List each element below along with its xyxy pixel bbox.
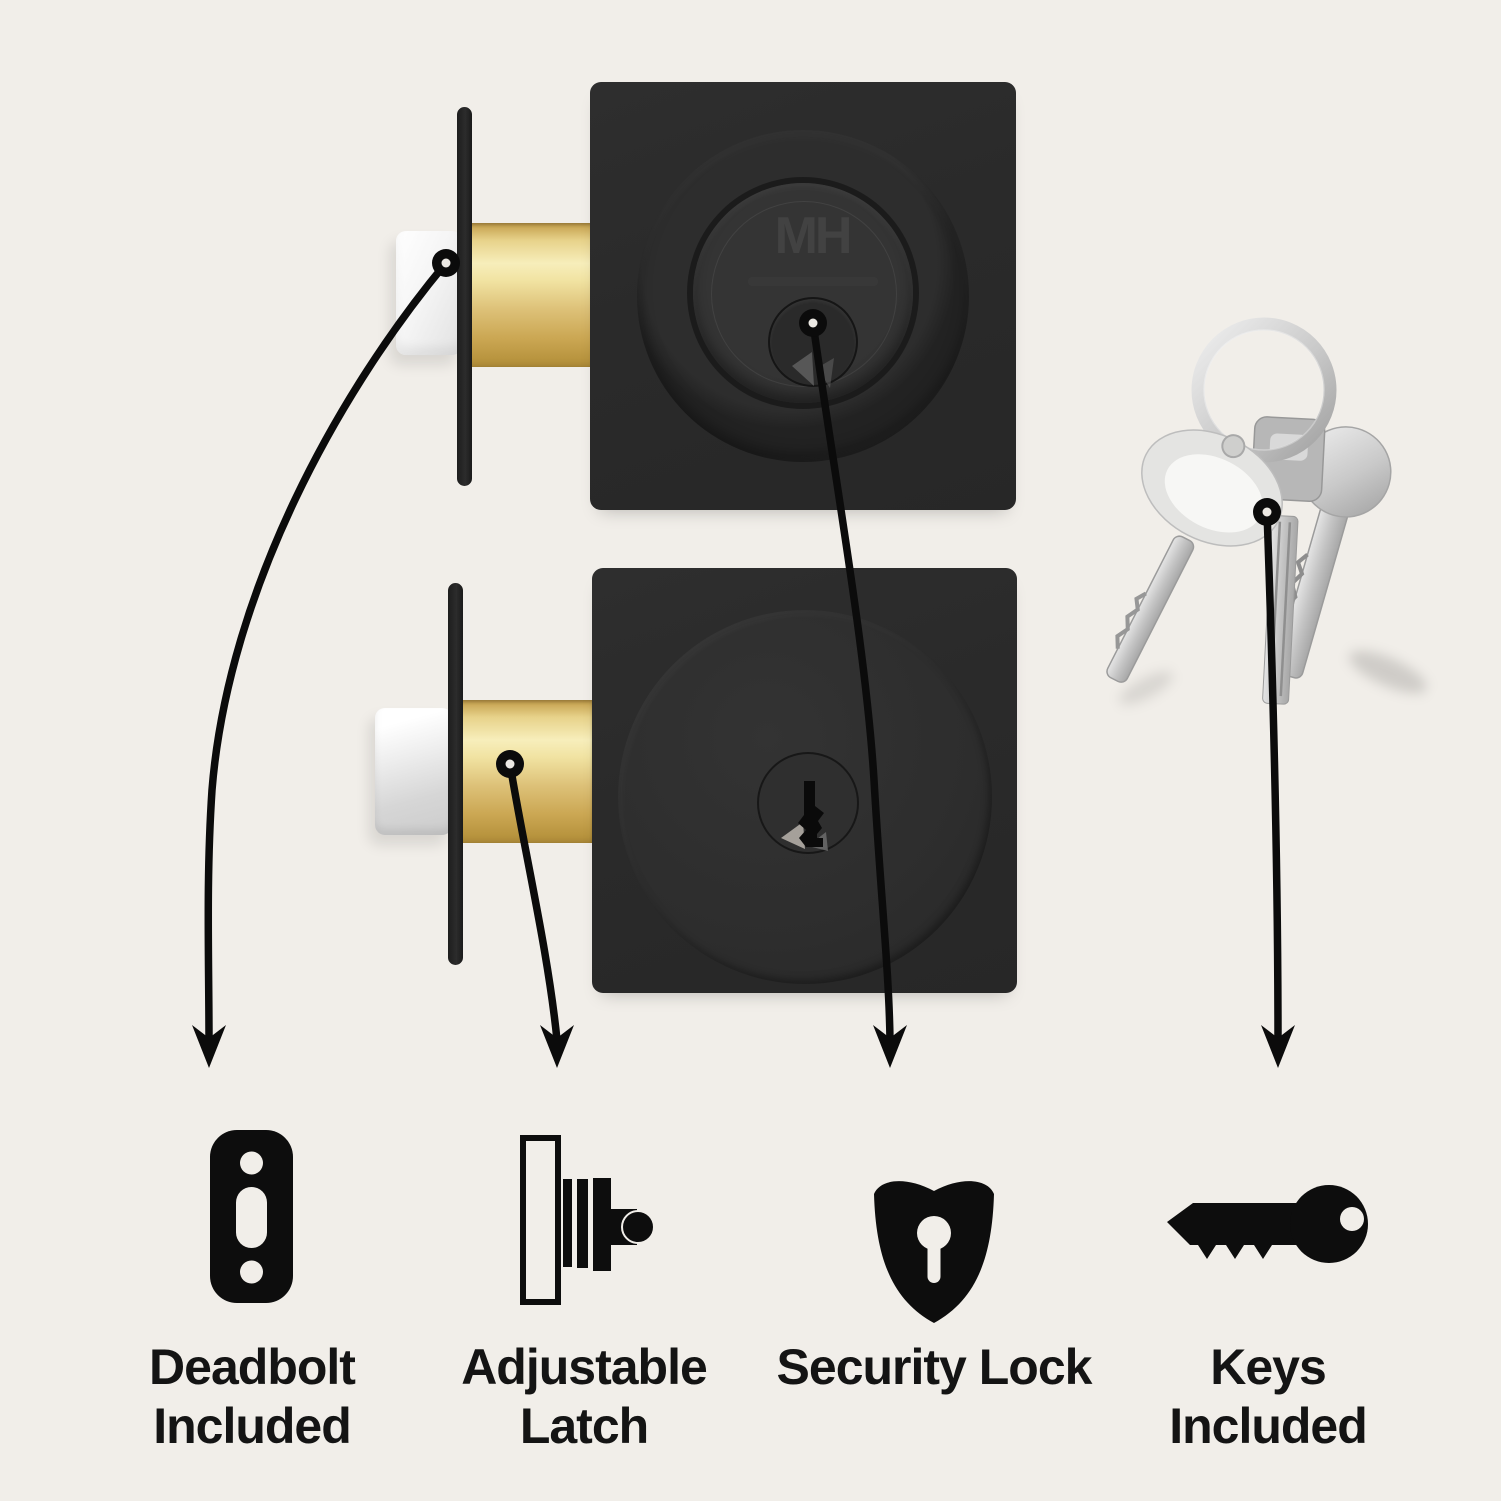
bottom-latch-barrel bbox=[455, 700, 592, 843]
brand-monogram: MH bbox=[774, 207, 853, 265]
arrow-deadbolt bbox=[204, 259, 450, 1044]
arrowhead-deadbolt bbox=[192, 1025, 226, 1068]
key-shadow bbox=[1349, 650, 1427, 694]
key-ring bbox=[1191, 317, 1337, 463]
callout-arrowheads bbox=[192, 1025, 1295, 1068]
arrowhead-security bbox=[873, 1025, 907, 1068]
feature-label-latch: Adjustable Latch bbox=[461, 1339, 708, 1454]
arrowhead-keys bbox=[1261, 1025, 1295, 1068]
arrowhead-latch bbox=[540, 1025, 574, 1068]
bottom-lock-body bbox=[592, 568, 1017, 993]
brand-wordmark-faint bbox=[748, 277, 878, 286]
key-set bbox=[1106, 317, 1427, 705]
top-cylinder-line bbox=[711, 201, 897, 387]
deadbolt-plate-icon bbox=[210, 1130, 293, 1303]
top-edge-plate bbox=[457, 107, 472, 486]
top-keyway bbox=[768, 297, 858, 387]
key-ring-highlight bbox=[1203, 329, 1325, 451]
adjustable-latch-icon bbox=[520, 1135, 655, 1305]
key-shadow bbox=[1119, 671, 1173, 705]
security-shield-icon bbox=[874, 1181, 994, 1323]
top-deadbolt-bolt bbox=[396, 231, 462, 355]
feature-label-security: Security Lock bbox=[776, 1339, 1093, 1395]
top-lock-body bbox=[590, 82, 1016, 510]
bottom-deadbolt-bolt bbox=[375, 708, 452, 835]
key-fob-front bbox=[1106, 429, 1283, 683]
keys-icon bbox=[1167, 1185, 1368, 1263]
bottom-keyway bbox=[757, 752, 859, 854]
top-latch-barrel bbox=[462, 223, 592, 367]
feature-label-keys: Keys Included bbox=[1169, 1339, 1368, 1454]
feature-label-deadbolt: Deadbolt Included bbox=[149, 1339, 356, 1454]
bottom-edge-plate bbox=[448, 583, 463, 965]
